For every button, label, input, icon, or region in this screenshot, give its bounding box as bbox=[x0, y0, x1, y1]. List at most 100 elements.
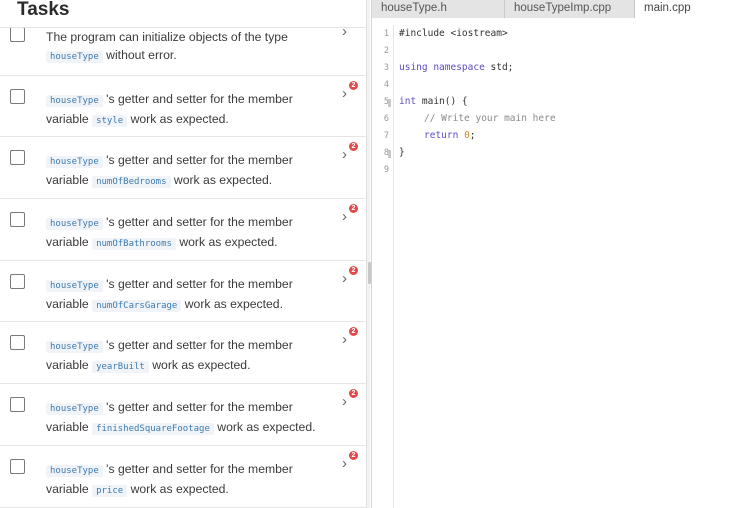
chevron-right-icon[interactable]: › bbox=[342, 146, 347, 164]
code-token: main() { bbox=[416, 96, 468, 107]
task-text-after-code: 's getter and setter for the member bbox=[106, 276, 293, 291]
task-member-tag: price bbox=[92, 484, 128, 497]
line-number: 8 bbox=[383, 148, 389, 158]
task-text-line2-prefix: variable bbox=[46, 420, 93, 435]
task-description: The program can initialize objects of th… bbox=[46, 28, 336, 66]
task-member-tag: numOfBathrooms bbox=[92, 238, 176, 251]
task-member-tag: finishedSquareFootage bbox=[92, 423, 214, 436]
task-checkbox[interactable] bbox=[10, 212, 25, 228]
keyword-token: int bbox=[399, 96, 417, 107]
task-description: houseType 's getter and setter for the m… bbox=[46, 336, 336, 376]
code-area[interactable]: 1 2 3 4 5 6 7 8 9 #include <iostream> us… bbox=[372, 25, 743, 508]
task-item-num-of-cars-garage[interactable]: houseType 's getter and setter for the m… bbox=[0, 261, 366, 323]
chevron-right-icon[interactable]: › bbox=[342, 454, 347, 472]
task-member-tag: numOfCarsGarage bbox=[92, 299, 182, 312]
line-number: 3 bbox=[383, 63, 389, 73]
task-text-line2-suffix: work as expected. bbox=[130, 481, 229, 496]
task-text-line2-suffix: work as expected. bbox=[130, 111, 229, 126]
code-line-1: #include <iostream> bbox=[399, 28, 508, 39]
task-text-line2-suffix: work as expected. bbox=[217, 420, 316, 435]
error-badge: 2 bbox=[349, 142, 358, 152]
task-checkbox[interactable] bbox=[10, 27, 25, 42]
error-badge: 2 bbox=[349, 80, 358, 90]
task-text-line2-prefix: variable bbox=[46, 296, 93, 311]
error-badge: 2 bbox=[349, 327, 358, 337]
tab-house-type-imp-cpp[interactable]: houseTypeImp.cpp bbox=[505, 0, 635, 18]
task-text-after-code: 's getter and setter for the member bbox=[106, 400, 293, 415]
panel-splitter-handle[interactable] bbox=[368, 262, 371, 284]
task-code-tag: houseType bbox=[46, 51, 103, 63]
task-text-after-code: 's getter and setter for the member bbox=[106, 461, 293, 476]
task-description: houseType 's getter and setter for the m… bbox=[46, 460, 336, 500]
code-line-5: int main() { bbox=[399, 96, 468, 107]
line-number: 9 bbox=[383, 165, 389, 175]
task-item-style[interactable]: houseType 's getter and setter for the m… bbox=[0, 76, 366, 138]
task-checkbox[interactable] bbox=[10, 273, 25, 289]
chevron-right-icon[interactable]: › bbox=[342, 23, 347, 40]
code-token: ; bbox=[469, 130, 476, 141]
chevron-right-icon[interactable]: › bbox=[342, 269, 347, 287]
editor-tab-bar: houseType.h houseTypeImp.cpp main.cpp bbox=[372, 0, 743, 19]
error-badge: 2 bbox=[349, 265, 358, 275]
code-line-3: using namespace std; bbox=[399, 62, 513, 73]
task-checkbox[interactable] bbox=[10, 397, 25, 413]
task-code-tag: houseType bbox=[46, 403, 103, 416]
task-checkbox[interactable] bbox=[10, 458, 25, 474]
task-member-tag: yearBuilt bbox=[92, 361, 149, 374]
line-number: 7 bbox=[383, 131, 389, 141]
code-editor: houseType.h houseTypeImp.cpp main.cpp 1 … bbox=[371, 0, 743, 508]
number-token: 0 bbox=[464, 130, 470, 141]
keyword-token: using namespace bbox=[399, 62, 485, 73]
error-badge: 2 bbox=[349, 204, 358, 214]
task-text-line2-prefix: variable bbox=[46, 481, 93, 496]
chevron-right-icon[interactable]: › bbox=[342, 84, 347, 102]
task-text-after-code: 's getter and setter for the member bbox=[106, 91, 293, 106]
error-badge: 2 bbox=[349, 450, 358, 460]
task-text-after-code: 's getter and setter for the member bbox=[106, 338, 293, 353]
task-text-prefix: The program can initialize objects of th… bbox=[46, 30, 288, 44]
task-text-suffix: without error. bbox=[106, 48, 177, 62]
fold-marker[interactable] bbox=[388, 150, 391, 158]
tasks-header: Tasks bbox=[0, 0, 366, 28]
task-code-tag: houseType bbox=[46, 218, 103, 231]
task-item-num-of-bedrooms[interactable]: houseType 's getter and setter for the m… bbox=[0, 137, 366, 200]
task-checkbox[interactable] bbox=[10, 150, 25, 166]
task-code-tag: houseType bbox=[46, 156, 103, 169]
task-item-initialize[interactable]: The program can initialize objects of th… bbox=[0, 14, 366, 76]
line-number-gutter: 1 2 3 4 5 6 7 8 9 bbox=[372, 25, 394, 508]
keyword-token: return bbox=[424, 130, 459, 141]
task-text-line2-prefix: variable bbox=[46, 111, 93, 126]
code-token: std; bbox=[484, 62, 514, 73]
task-item-price[interactable]: houseType 's getter and setter for the m… bbox=[0, 446, 366, 508]
line-number: 6 bbox=[383, 114, 389, 124]
fold-marker[interactable] bbox=[388, 99, 391, 107]
task-text-line2-prefix: variable bbox=[46, 173, 93, 188]
chevron-right-icon[interactable]: › bbox=[342, 331, 347, 349]
task-list: The program can initialize objects of th… bbox=[0, 14, 366, 508]
chevron-right-icon[interactable]: › bbox=[342, 208, 347, 226]
tasks-scrollbar[interactable] bbox=[366, 0, 370, 508]
task-text-line2-prefix: variable bbox=[46, 235, 93, 250]
task-text-line2-suffix: work as expected. bbox=[152, 358, 251, 373]
code-line-6: // Write your main here bbox=[424, 113, 556, 124]
task-item-finished-square-footage[interactable]: houseType 's getter and setter for the m… bbox=[0, 384, 366, 446]
line-number: 1 bbox=[383, 29, 389, 39]
line-number: 4 bbox=[383, 80, 389, 90]
task-checkbox[interactable] bbox=[10, 88, 25, 104]
task-code-tag: houseType bbox=[46, 464, 103, 477]
line-number: 5 bbox=[383, 97, 389, 107]
task-item-year-built[interactable]: houseType 's getter and setter for the m… bbox=[0, 322, 366, 385]
task-member-tag: numOfBedrooms bbox=[92, 176, 171, 189]
tab-main-cpp[interactable]: main.cpp bbox=[635, 0, 743, 19]
tab-house-type-h[interactable]: houseType.h bbox=[372, 0, 505, 18]
task-code-tag: houseType bbox=[46, 279, 103, 292]
task-description: houseType 's getter and setter for the m… bbox=[46, 275, 336, 315]
task-text-line2-suffix: work as expected. bbox=[184, 296, 283, 311]
task-text-after-code: 's getter and setter for the member bbox=[106, 215, 293, 230]
task-item-num-of-bathrooms[interactable]: houseType 's getter and setter for the m… bbox=[0, 199, 366, 261]
chevron-right-icon[interactable]: › bbox=[342, 393, 347, 411]
tasks-panel: The program can initialize objects of th… bbox=[0, 0, 366, 508]
task-description: houseType 's getter and setter for the m… bbox=[46, 90, 336, 130]
task-checkbox[interactable] bbox=[10, 335, 25, 351]
error-badge: 2 bbox=[349, 389, 358, 399]
